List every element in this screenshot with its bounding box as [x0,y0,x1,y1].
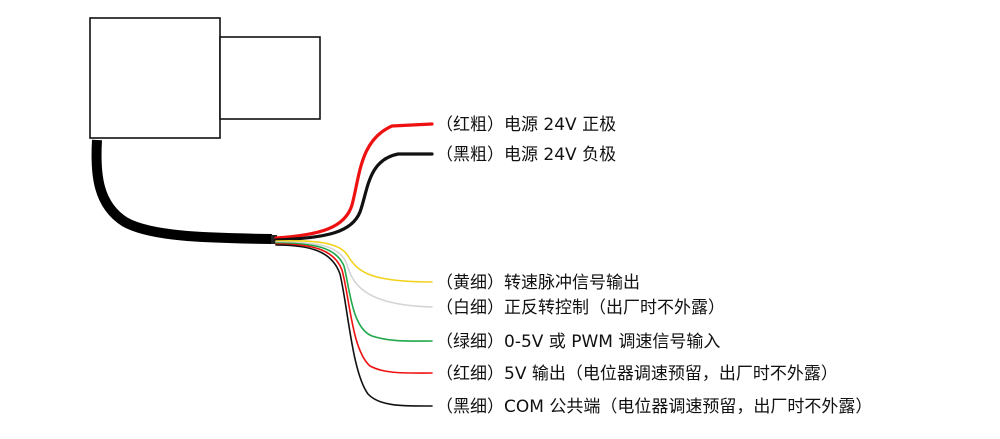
wire-green-thin [275,242,433,342]
label-green-thin: （绿细）0-5V 或 PWM 调速信号输入 [436,332,720,352]
main-cable [91,139,273,244]
motor-shaft [219,36,321,120]
label-white-thin: （白细）正反转控制（出厂时不外露） [436,298,725,318]
wire-red-thin [275,243,433,374]
label-red-thin: （红细）5V 输出（电位器调速预留，出厂时不外露） [436,364,838,384]
wire-black-thin [275,244,433,407]
motor-body [89,17,221,139]
label-black-thin: （黑细）COM 公共端（电位器调速预留，出厂时不外露） [436,397,872,417]
label-black-thick: （黑粗）电源 24V 负极 [436,145,616,165]
wire-black-thick [274,152,434,242]
label-red-thick: （红粗）电源 24V 正极 [436,115,616,135]
label-yellow-thin: （黄细）转速脉冲信号输出 [436,273,640,293]
wire-white-thin [275,241,433,308]
wire-yellow-thin [275,239,433,283]
wire-red-thick [274,122,434,240]
cable-end-sleeve [271,235,277,244]
